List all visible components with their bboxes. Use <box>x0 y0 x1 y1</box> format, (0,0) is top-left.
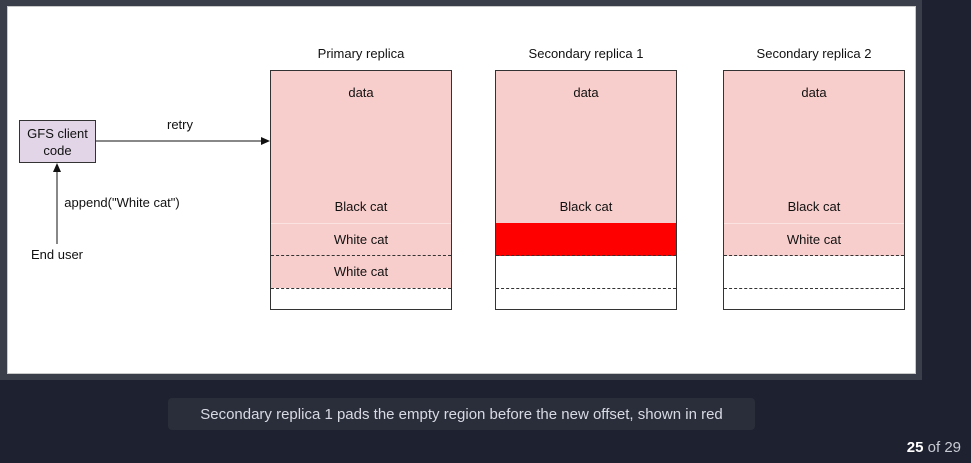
secondary-replica-2: data Black cat White cat <box>723 70 905 310</box>
secondary1-data-label: data <box>573 85 599 100</box>
primary-data-label: data <box>348 85 374 100</box>
gfs-client-box: GFS client code <box>19 120 96 163</box>
primary-replica-title: Primary replica <box>317 46 405 61</box>
secondary2-data-region <box>724 71 904 223</box>
secondary2-dash-1 <box>724 255 904 256</box>
pager-total: 29 <box>944 439 961 456</box>
secondary1-black-cat-label: Black cat <box>559 199 613 214</box>
slide-caption-text: Secondary replica 1 pads the empty regio… <box>200 405 723 423</box>
pager-separator: of <box>927 439 941 456</box>
primary-white-cat-label: White cat <box>333 232 389 247</box>
secondary2-black-cat-label: Black cat <box>787 199 841 214</box>
secondary2-dash-2 <box>724 288 904 289</box>
secondary1-dash-2 <box>496 288 676 289</box>
primary-dash-2 <box>271 288 451 289</box>
gfs-client-label: GFS client code <box>27 125 88 158</box>
secondary2-white-cat-label: White cat <box>786 232 842 247</box>
primary-white-cat-row <box>271 223 451 256</box>
retry-arrowhead <box>261 137 270 145</box>
end-user-label: End user <box>30 247 84 262</box>
primary-replica: data Black cat White cat White cat <box>270 70 452 310</box>
append-arrowhead <box>53 163 61 172</box>
primary-white-cat-retry-label: White cat <box>333 264 389 279</box>
secondary1-data-region <box>496 71 676 223</box>
primary-white-cat-retry-row <box>271 256 451 288</box>
secondary2-data-label: data <box>801 85 827 100</box>
secondary1-padding-region <box>496 223 676 256</box>
secondary-replica-1-title: Secondary replica 1 <box>528 46 644 61</box>
slide-caption: Secondary replica 1 pads the empty regio… <box>168 398 755 430</box>
slide-pager: 25 of 29 <box>907 439 961 456</box>
primary-black-cat-label: Black cat <box>334 199 388 214</box>
secondary-replica-1: data Black cat <box>495 70 677 310</box>
retry-label: retry <box>167 117 193 132</box>
secondary2-white-cat-row <box>724 223 904 256</box>
slide: GFS client code retry append("White cat"… <box>0 0 922 380</box>
primary-dash-1 <box>271 255 451 256</box>
secondary-replica-2-title: Secondary replica 2 <box>756 46 872 61</box>
primary-data-region <box>271 71 451 223</box>
diagram-arrows <box>53 137 270 244</box>
pager-current: 25 <box>906 439 924 456</box>
append-label: append("White cat") <box>64 195 180 210</box>
secondary1-dash-1 <box>496 255 676 256</box>
